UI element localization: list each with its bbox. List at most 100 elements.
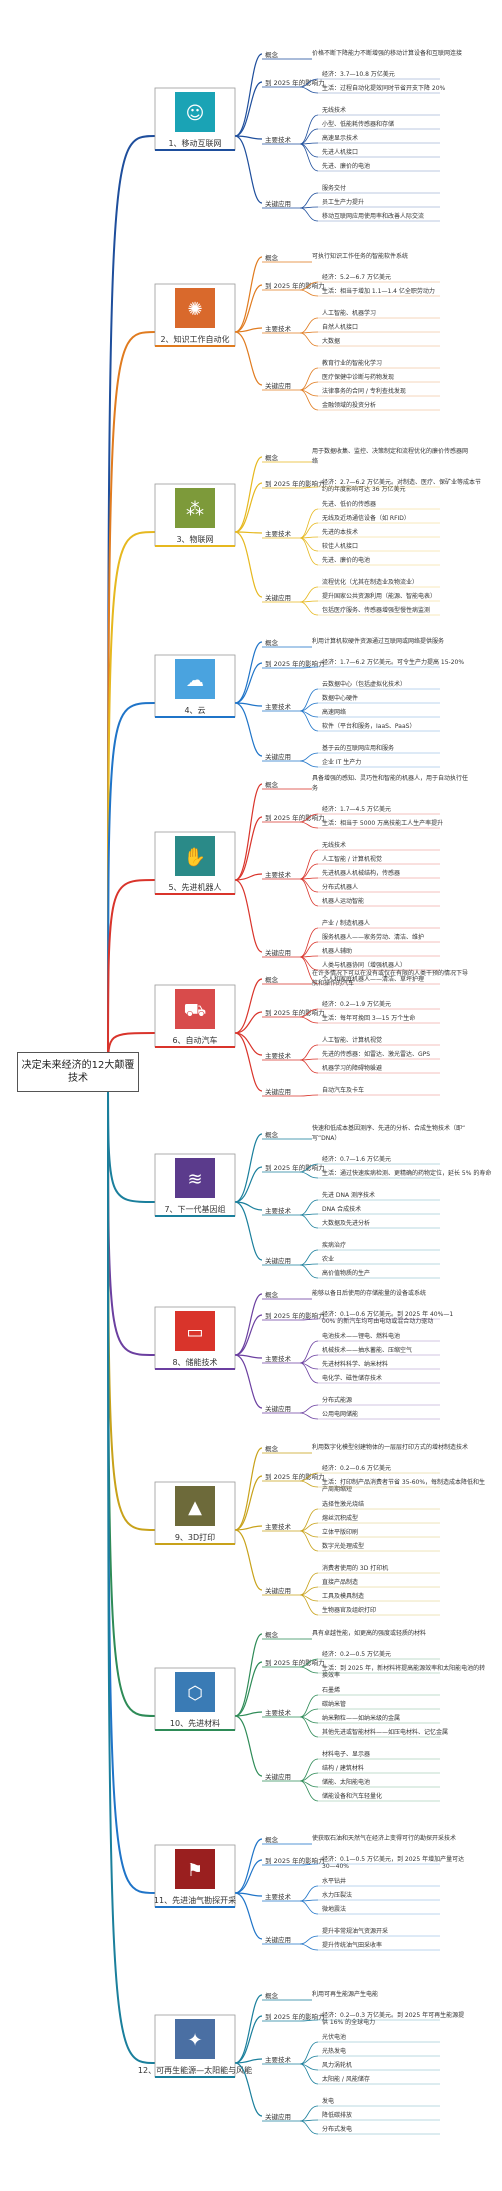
app-item: 直接产品制造 bbox=[322, 1578, 358, 1586]
section-branch-line bbox=[234, 1293, 263, 1356]
topic-title: 3、物联网 bbox=[176, 534, 213, 544]
section-label-apps: 关键应用 bbox=[265, 593, 291, 602]
tech-item: 碳纳米管 bbox=[322, 1700, 346, 1708]
section-label-econ: 到 2025 年的影响力 bbox=[265, 1658, 325, 1667]
tech-item: 先进、廉价的电池 bbox=[322, 162, 370, 170]
topic-title: 7、下一代基因组 bbox=[164, 1204, 225, 1214]
dna-icon: ≋ bbox=[175, 1158, 215, 1198]
econ-item: 经济：0.1—0.5 万亿美元，到 2025 年增加产量可达 bbox=[322, 1855, 464, 1863]
app-item: 材料电子、显示器 bbox=[322, 1750, 370, 1758]
section-branch-line bbox=[234, 2058, 263, 2064]
tech-item: 纳米颗粒——如纳米级的金属 bbox=[322, 1714, 400, 1722]
section-branch-line bbox=[234, 482, 263, 533]
section-branch-line bbox=[234, 1661, 263, 1717]
svg-text:✦: ✦ bbox=[187, 2030, 202, 2051]
econ-item: 经济：0.2—0.3 万亿美元。到 2025 年可再生能源提 bbox=[322, 2011, 464, 2019]
leaf-connector bbox=[299, 332, 319, 347]
leaf-connector bbox=[299, 927, 319, 958]
section-branch-line bbox=[234, 662, 263, 704]
concept-text: 络 bbox=[312, 457, 318, 465]
econ-item: 经济：5.2—6.7 万亿美元 bbox=[322, 273, 391, 281]
section-branch-line bbox=[234, 1166, 263, 1203]
leaf-connector bbox=[299, 1340, 319, 1364]
leaf-connector bbox=[299, 849, 319, 880]
section-branch-line bbox=[234, 1475, 263, 1531]
leaf-connector bbox=[299, 2019, 319, 2022]
tech-item: 人工智能、机器学习 bbox=[322, 309, 376, 317]
app-item: 发电 bbox=[322, 2097, 334, 2105]
econ-item: 经济：1.7—4.5 万亿美元 bbox=[322, 805, 391, 813]
section-branch-line bbox=[234, 1994, 263, 2064]
section-branch-line bbox=[234, 1838, 263, 1894]
section-branch-line bbox=[234, 1633, 263, 1717]
leaf-connector bbox=[299, 192, 319, 209]
brain-icon: ✺ bbox=[175, 288, 215, 328]
econ-item: 00% 的新汽车均可由电动或混合动力驱动 bbox=[322, 1317, 433, 1325]
leaf-connector bbox=[299, 86, 319, 94]
tech-item: 无线及近场通信设备（如 RFID） bbox=[322, 514, 410, 522]
wind-solar-icon: ✦ bbox=[175, 2019, 215, 2059]
leaf-connector bbox=[299, 1530, 319, 1552]
section-label-tech: 主要技术 bbox=[265, 1708, 292, 1717]
leaf-connector bbox=[299, 1480, 319, 1488]
leaf-connector bbox=[299, 1199, 319, 1216]
topic-title: 1、移动互联网 bbox=[168, 138, 221, 148]
leaf-connector bbox=[299, 522, 319, 539]
tech-item: 石墨烯 bbox=[322, 1686, 340, 1694]
topic-title: 6、自动汽车 bbox=[172, 1035, 217, 1045]
section-label-econ: 到 2025 年的影响力 bbox=[265, 1472, 325, 1481]
leaf-connector bbox=[299, 601, 319, 616]
tech-item: 先进的本技术 bbox=[322, 528, 358, 536]
leaf-connector bbox=[299, 1885, 319, 1902]
cloud-icon: ☁ bbox=[175, 659, 215, 699]
leaf-connector bbox=[299, 941, 319, 958]
concept-text: 价格不断下降能力不断增强的移动计算设备和互联网连接 bbox=[312, 49, 462, 57]
app-item: 分布式发电 bbox=[322, 2125, 352, 2133]
econ-item: 经济：0.1—0.6 万亿美元。到 2025 年 40%—1 bbox=[322, 1310, 453, 1318]
section-label-tech: 主要技术 bbox=[265, 1354, 292, 1363]
section-branch-line bbox=[234, 456, 263, 533]
econ-item: 生活：每年可挽回 3—15 万个生命 bbox=[322, 1014, 415, 1022]
tech-item: 电化学、磁性储存技术 bbox=[322, 1374, 382, 1382]
econ-item: 供 16% 的全球电力 bbox=[322, 2018, 375, 2026]
concept-text: 使获取石油和天然气在经济上变得可行的勘探开采技术 bbox=[312, 1834, 456, 1842]
leaf-connector bbox=[299, 1214, 319, 1229]
section-branch-line bbox=[234, 783, 263, 881]
econ-item: 经济：0.2—1.9 万亿美元 bbox=[322, 1000, 391, 1008]
tech-item: 机器人运动智能 bbox=[322, 897, 364, 905]
topic-branch-line bbox=[107, 1071, 156, 1356]
leaf-connector bbox=[299, 878, 319, 907]
section-branch-line bbox=[234, 1201, 263, 1211]
app-item: 自动汽车及卡车 bbox=[322, 1086, 364, 1094]
leaf-connector bbox=[299, 1594, 319, 1616]
tech-item: DNA 合成技术 bbox=[322, 1205, 361, 1213]
section-label-apps: 关键应用 bbox=[265, 1586, 291, 1595]
section-label-concept: 概念 bbox=[265, 638, 279, 647]
section-label-econ: 到 2025 年的影响力 bbox=[265, 1008, 325, 1017]
root-node[interactable]: 决定未来经济的12大颠覆技术 bbox=[17, 1052, 139, 1092]
tech-item: 大数据及先进分析 bbox=[322, 1219, 370, 1227]
section-branch-line bbox=[234, 1032, 263, 1056]
section-label-concept: 概念 bbox=[265, 975, 279, 984]
section-label-concept: 概念 bbox=[265, 50, 279, 59]
app-item: 高价值物质的生产 bbox=[322, 1269, 370, 1277]
tech-item: 小型、低能耗传感器和存储 bbox=[322, 120, 394, 128]
section-label-tech: 主要技术 bbox=[265, 2055, 292, 2064]
econ-item: 生活：过程自动化提效同时节省开支下降 20% bbox=[322, 84, 446, 92]
leaf-connector bbox=[299, 1016, 319, 1024]
app-item: 金融领域的投资分析 bbox=[322, 401, 376, 409]
tech-item: 较佳人机接口 bbox=[322, 542, 358, 550]
econ-item: 经济：1.7—6.2 万亿美元。可令生产力提高 15-20% bbox=[322, 658, 464, 666]
tech-item: 数字光处理成型 bbox=[322, 1542, 364, 1550]
econ-item: 经济：0.2—0.6 万亿美元 bbox=[322, 1464, 391, 1472]
section-label-concept: 概念 bbox=[265, 253, 279, 262]
econ-item: 经济：0.2—0.5 万亿美元 bbox=[322, 1650, 391, 1658]
econ-item: 生活：到 2025 年，新材料将提高能源效率和太阳能电池的转 bbox=[322, 1664, 485, 1672]
leaf-connector bbox=[299, 956, 319, 985]
section-label-apps: 关键应用 bbox=[265, 1772, 291, 1781]
app-item: 降低碳排放 bbox=[322, 2111, 352, 2119]
section-branch-line bbox=[234, 1892, 263, 1940]
topic-branch-line bbox=[107, 702, 156, 1073]
leaf-connector bbox=[299, 1362, 319, 1384]
